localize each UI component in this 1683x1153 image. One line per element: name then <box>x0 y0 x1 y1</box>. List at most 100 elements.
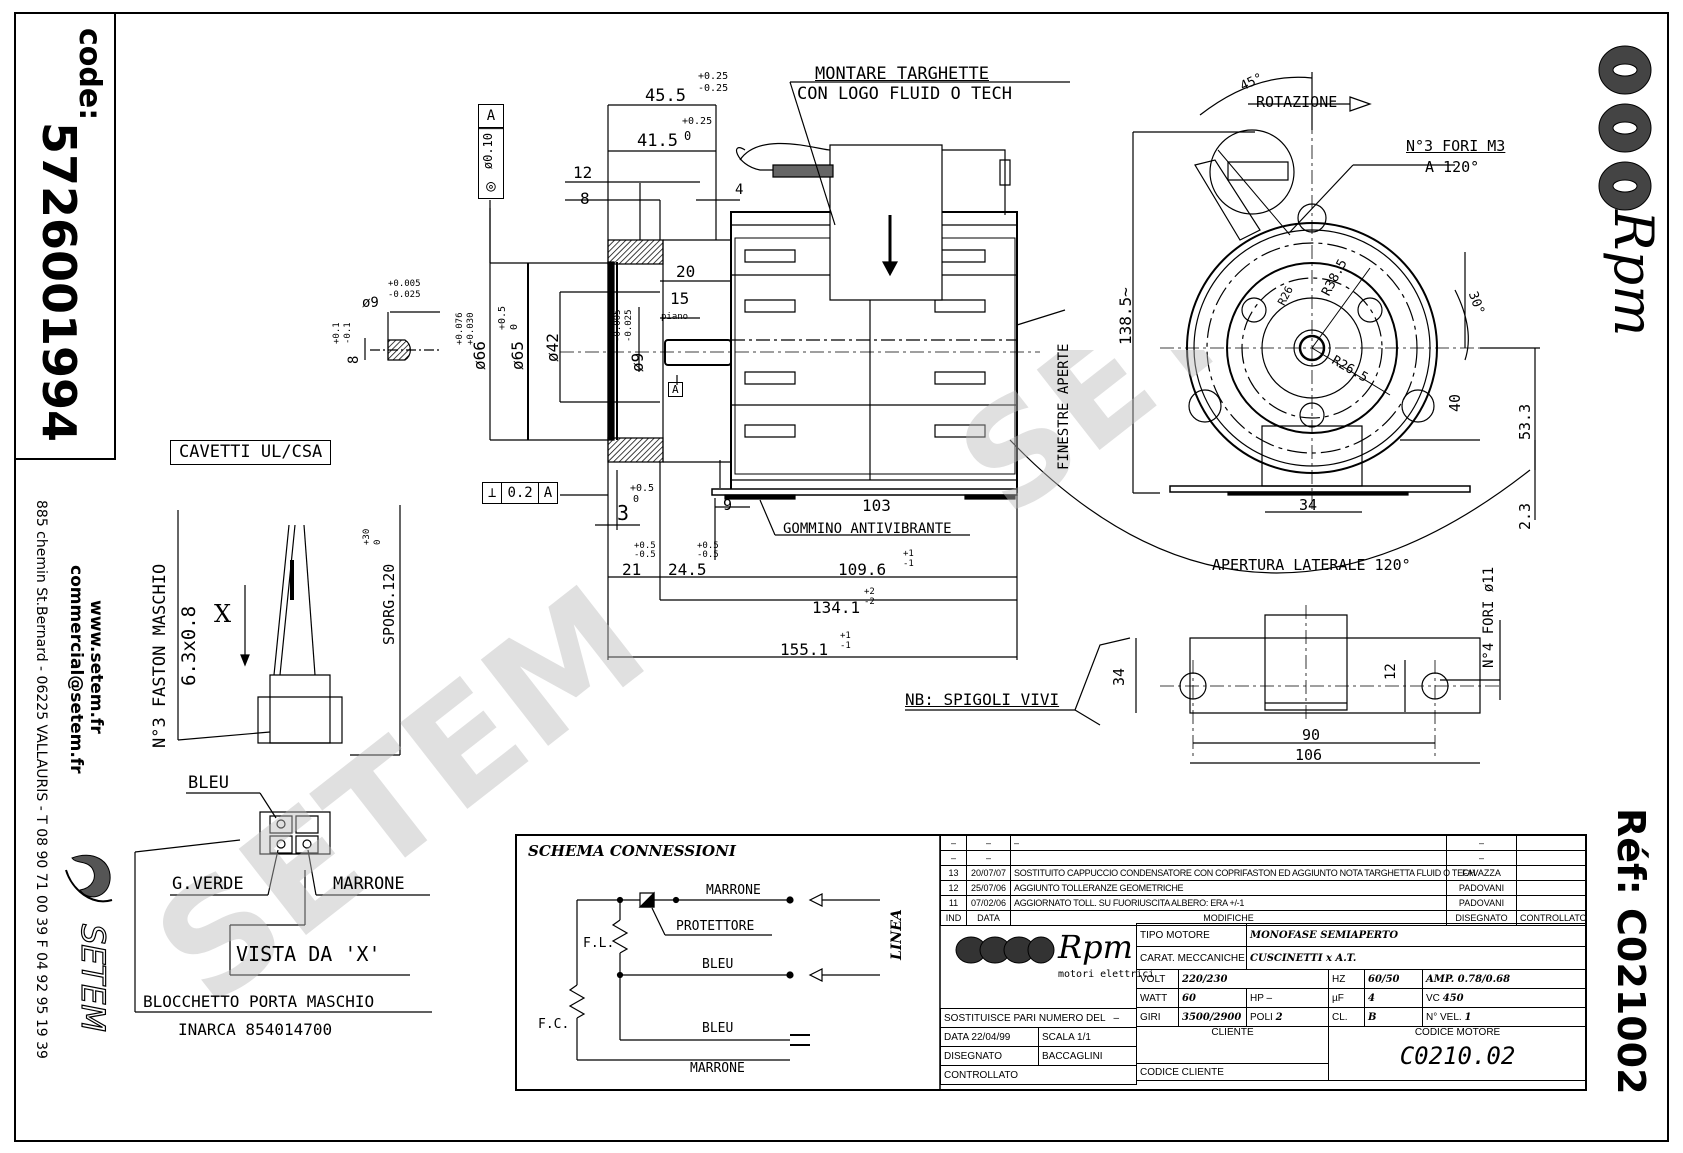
vc-cell: VC 450 <box>1422 988 1588 1008</box>
dim-45-5-tol-dn: -0.25 <box>698 83 729 94</box>
dim-3: 3 <box>617 501 630 525</box>
title-block: Rpm motori elettrici SOSTITUISCE PARI NU… <box>939 923 1588 1090</box>
label-spigoli-vivi: NB: SPIGOLI VIVI <box>905 690 1060 709</box>
disegnato-value: BACCAGLINI <box>1037 1046 1138 1066</box>
dim-3-tol-dn: 0 <box>633 494 640 505</box>
schema-fl: F.L. <box>583 936 615 951</box>
scala-value: 1/1 <box>1077 1031 1091 1043</box>
dim-phi42: ø42 <box>543 333 562 362</box>
amp-value: AMP. 0.78/0.68 <box>1422 969 1588 989</box>
dim-45-5-tol-up: +0.25 <box>698 71 729 82</box>
dim-phi66-tol-up: +0.076 <box>455 312 465 345</box>
label-blocchetto: BLOCCHETTO PORTA MASCHIO <box>143 992 375 1011</box>
hp-value: – <box>1266 992 1273 1004</box>
dim-phi9: ø9 <box>628 352 647 372</box>
setem-watermark: SETEM SETEM <box>150 350 1446 1038</box>
dim-24-5: 24.5 <box>668 560 707 579</box>
svg-text:SETEM: SETEM <box>74 924 112 1032</box>
dim-21: 21 <box>622 560 642 579</box>
codice-motore-value: C0210.02 <box>1399 1042 1516 1070</box>
schema-marrone-top: MARRONE <box>706 883 761 898</box>
revision-ctrl <box>1516 895 1587 911</box>
perpendicular-icon: ⊥ <box>488 485 497 501</box>
label-vista-da-x: VISTA DA 'X' <box>236 942 381 966</box>
label-finestre-aperte: FINESTRE APERTE <box>1056 343 1072 470</box>
revision-ind: 13 <box>940 865 967 881</box>
dim-138-5: 138.5~ <box>1116 287 1135 345</box>
gtol-datum: A <box>479 105 503 128</box>
revision-ind: – <box>940 835 967 851</box>
title-brand-sub: motori elettrici <box>1058 969 1155 980</box>
dim-34-base: 34 <box>1110 667 1128 686</box>
data-value: 22/04/99 <box>971 1031 1011 1043</box>
dim-24-5-tol-dn: -0.5 <box>697 550 719 560</box>
shaft-tol-up: +0.005 <box>388 279 421 289</box>
dim-155-1-tol-dn: -1 <box>840 641 851 651</box>
revision-data: – <box>966 835 1011 851</box>
revision-header-ctrl: CONTROLLATO <box>1516 910 1587 926</box>
volt-label: VOLT <box>1136 969 1179 989</box>
dim-20: 20 <box>676 262 696 281</box>
dim-15: 15 <box>670 289 690 308</box>
dim-106: 106 <box>1295 746 1323 764</box>
revision-dis: – <box>1446 850 1517 866</box>
cl-label: CL. <box>1328 1007 1366 1027</box>
gtol-concentricity: A ø0.10 ◎ <box>478 104 504 200</box>
dim-phi65-tol-dn: 0 <box>509 323 520 330</box>
dim-34-front: 34 <box>1299 496 1318 514</box>
hz-label: HZ <box>1328 969 1366 989</box>
giri-label: GIRI <box>1136 1007 1179 1027</box>
revision-ind: – <box>940 850 967 866</box>
label-fori-120: A 120° <box>1425 158 1480 176</box>
revision-data: – <box>966 850 1011 866</box>
poli-value: 2 <box>1275 1011 1283 1023</box>
gtol-perp-datum: A <box>537 483 557 503</box>
codice-cliente-label: CODICE CLIENTE <box>1135 1063 1330 1081</box>
revision-dis: – <box>1446 835 1517 851</box>
scala-label: SCALA <box>1042 1031 1075 1043</box>
dim-41-5: 41.5 <box>637 131 678 151</box>
dim-3-tol-up: +0.5 <box>630 483 655 494</box>
gtol-value: ø0.10 <box>479 128 503 174</box>
vel-cell: N° VEL. 1 <box>1422 1007 1588 1027</box>
shaft-d8: 8 <box>346 355 362 364</box>
volt-value: 220/230 <box>1177 969 1330 989</box>
sporg-tol-dn: 0 <box>373 539 383 545</box>
revision-row: –––– <box>940 835 1587 851</box>
hp-cell: HP – <box>1246 988 1330 1008</box>
sostituisce-cell: SOSTITUISCE PARI NUMERO DEL – <box>939 1008 1138 1028</box>
controllato-label: CONTROLLATO <box>939 1065 1138 1085</box>
data-cell: DATA 22/04/99 <box>940 1027 1039 1047</box>
watt-label: WATT <box>1136 988 1179 1008</box>
label-inarca: INARCA 854014700 <box>178 1020 333 1039</box>
dim-12: 12 <box>573 163 593 182</box>
title-left-table: SOSTITUISCE PARI NUMERO DEL – DATA 22/04… <box>939 1008 1138 1085</box>
dim-134-1: 134.1 <box>812 598 861 617</box>
dim-phi66-tol-dn: +0.030 <box>466 312 476 345</box>
watt-value: 60 <box>1177 988 1248 1008</box>
label-fori-m3: N°3 FORI M3 <box>1406 137 1506 155</box>
cl-value: B <box>1364 1007 1424 1027</box>
uf-label: µF <box>1328 988 1366 1008</box>
shaft-d8-tol-up: +0.1 <box>332 322 342 344</box>
revision-mod: SOSTITUITO CAPPUCCIO CONDENSATORE CON CO… <box>1010 865 1476 881</box>
revision-mod: AGGIORNATO TOLL. SU FUORIUSCITA ALBERO: … <box>1010 895 1447 911</box>
dim-109-6: 109.6 <box>838 560 887 579</box>
sporg-tol-up: +30 <box>362 528 372 545</box>
hz-value: 60/50 <box>1364 969 1424 989</box>
revision-mod <box>1010 850 1447 866</box>
revision-row: ––– <box>940 850 1587 866</box>
tipo-motore-label: TIPO MOTORE <box>1135 923 1248 947</box>
drawing-lines <box>0 0 1660 1140</box>
dim-155-1: 155.1 <box>780 640 829 659</box>
dim-45-5: 45.5 <box>645 86 686 106</box>
cliente-label: CLIENTE <box>1135 1026 1330 1064</box>
concentric-icon: ◎ <box>486 176 496 196</box>
datum-a-box: A <box>668 382 683 397</box>
dim-phi9-tol-up: -0.005 <box>613 309 623 342</box>
revision-mod: – <box>1010 835 1447 851</box>
